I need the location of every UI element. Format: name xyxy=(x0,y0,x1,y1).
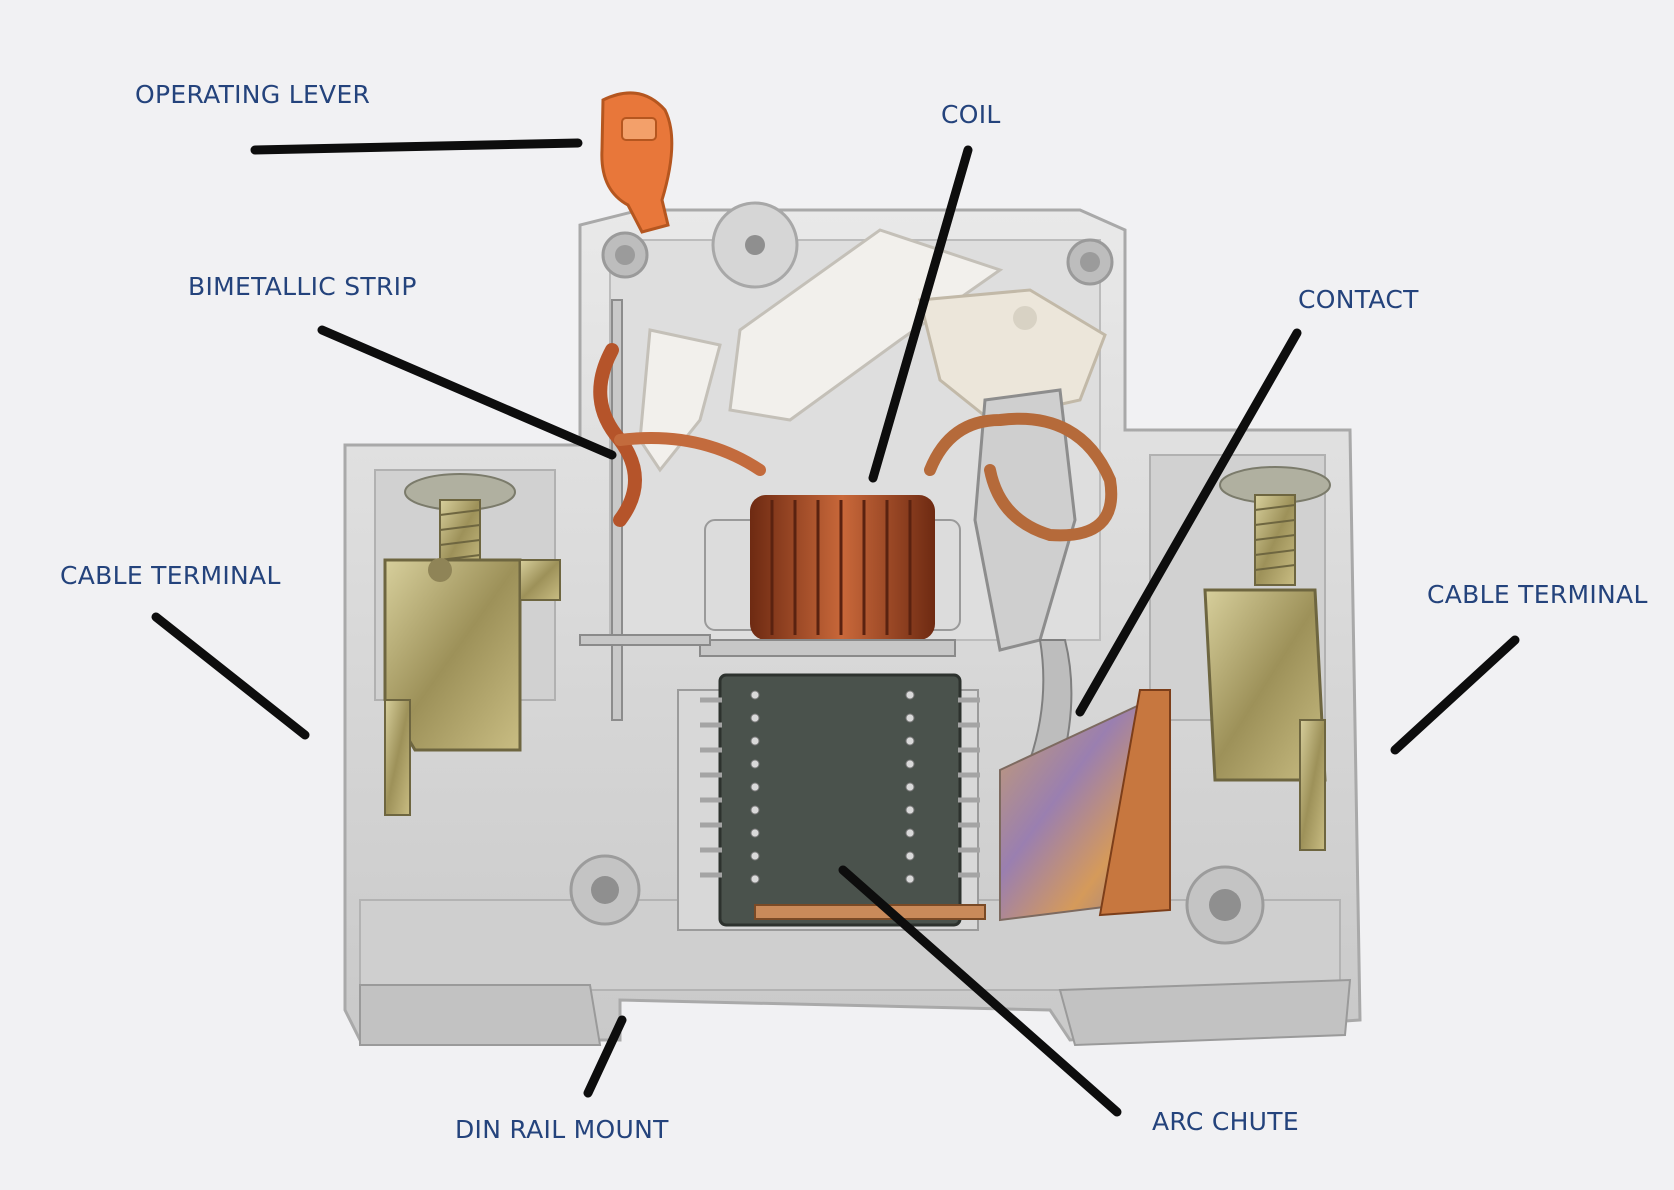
label-coil: COIL xyxy=(941,100,1001,129)
din-rail-mount-shape xyxy=(359,978,1352,1047)
coil-shape xyxy=(579,495,961,657)
cable-terminal-right-shape xyxy=(1203,466,1331,851)
leader-line-cable-terminal-left xyxy=(151,612,310,740)
leader-line-bimetallic-strip xyxy=(317,325,617,460)
label-contact: CONTACT xyxy=(1298,285,1419,314)
cable-terminal-left-shape xyxy=(383,473,561,816)
label-arc-chute: ARC CHUTE xyxy=(1152,1107,1299,1136)
arc-chute-shape xyxy=(677,673,986,931)
contact-shape xyxy=(924,388,1171,922)
label-operating-lever: OPERATING LEVER xyxy=(135,80,371,109)
leader-line-contact xyxy=(1075,328,1302,717)
bimetallic-strip-shape xyxy=(593,299,766,721)
leader-line-operating-lever xyxy=(250,138,583,155)
leader-line-arc-chute xyxy=(838,865,1122,1117)
label-bimetallic-strip: BIMETALLIC STRIP xyxy=(188,272,417,301)
label-cable-terminal-left: CABLE TERMINAL xyxy=(60,561,281,590)
label-din-rail-mount: DIN RAIL MOUNT xyxy=(455,1115,669,1144)
label-cable-terminal-right: CABLE TERMINAL xyxy=(1427,580,1648,609)
leader-line-din-rail-mount xyxy=(583,1015,627,1098)
operating-lever-shape xyxy=(600,91,799,289)
leader-line-coil xyxy=(868,145,973,483)
leader-lines xyxy=(151,138,1520,1117)
leader-line-cable-terminal-right xyxy=(1390,635,1520,755)
